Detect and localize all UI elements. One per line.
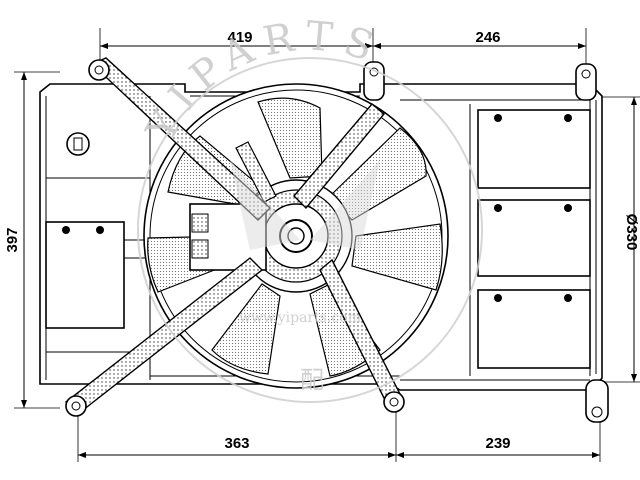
right-panel-bottom	[477, 289, 591, 369]
support-arm-upper-right	[293, 103, 385, 210]
dimension-label-bottom-left: 363	[224, 435, 249, 452]
dimension-bottom-right: 239	[396, 415, 601, 462]
fan-blade	[211, 283, 281, 375]
support-arm-lower-left	[64, 257, 264, 417]
support-arm-upper-middle	[235, 141, 277, 203]
dimension-top-right: 246	[373, 28, 587, 68]
dimension-label-bottom-right: 239	[485, 435, 510, 452]
right-panel-middle	[477, 199, 591, 277]
dimension-bottom-left: 363	[77, 385, 397, 462]
dimension-label-diameter: Ø330	[623, 214, 640, 251]
mount-tab-bottom-right	[585, 379, 609, 423]
mount-tab-top-right	[575, 63, 597, 101]
fan-blade	[351, 223, 443, 291]
fan-blade	[257, 97, 323, 179]
dimension-left-height: 397	[4, 71, 60, 409]
support-arm-lower-right	[319, 258, 405, 413]
watermark-char: 配	[300, 366, 324, 394]
left-connector-box	[45, 221, 150, 329]
right-panel-top	[477, 109, 591, 189]
dimension-label-top-left: 419	[227, 29, 252, 46]
dimension-label-left-height: 397	[4, 227, 21, 252]
dimension-label-top-right: 246	[475, 29, 500, 46]
dimension-top-left: 419	[99, 28, 374, 68]
watermark-url: www.yiparts.com	[239, 310, 361, 326]
left-grommet	[66, 132, 90, 156]
